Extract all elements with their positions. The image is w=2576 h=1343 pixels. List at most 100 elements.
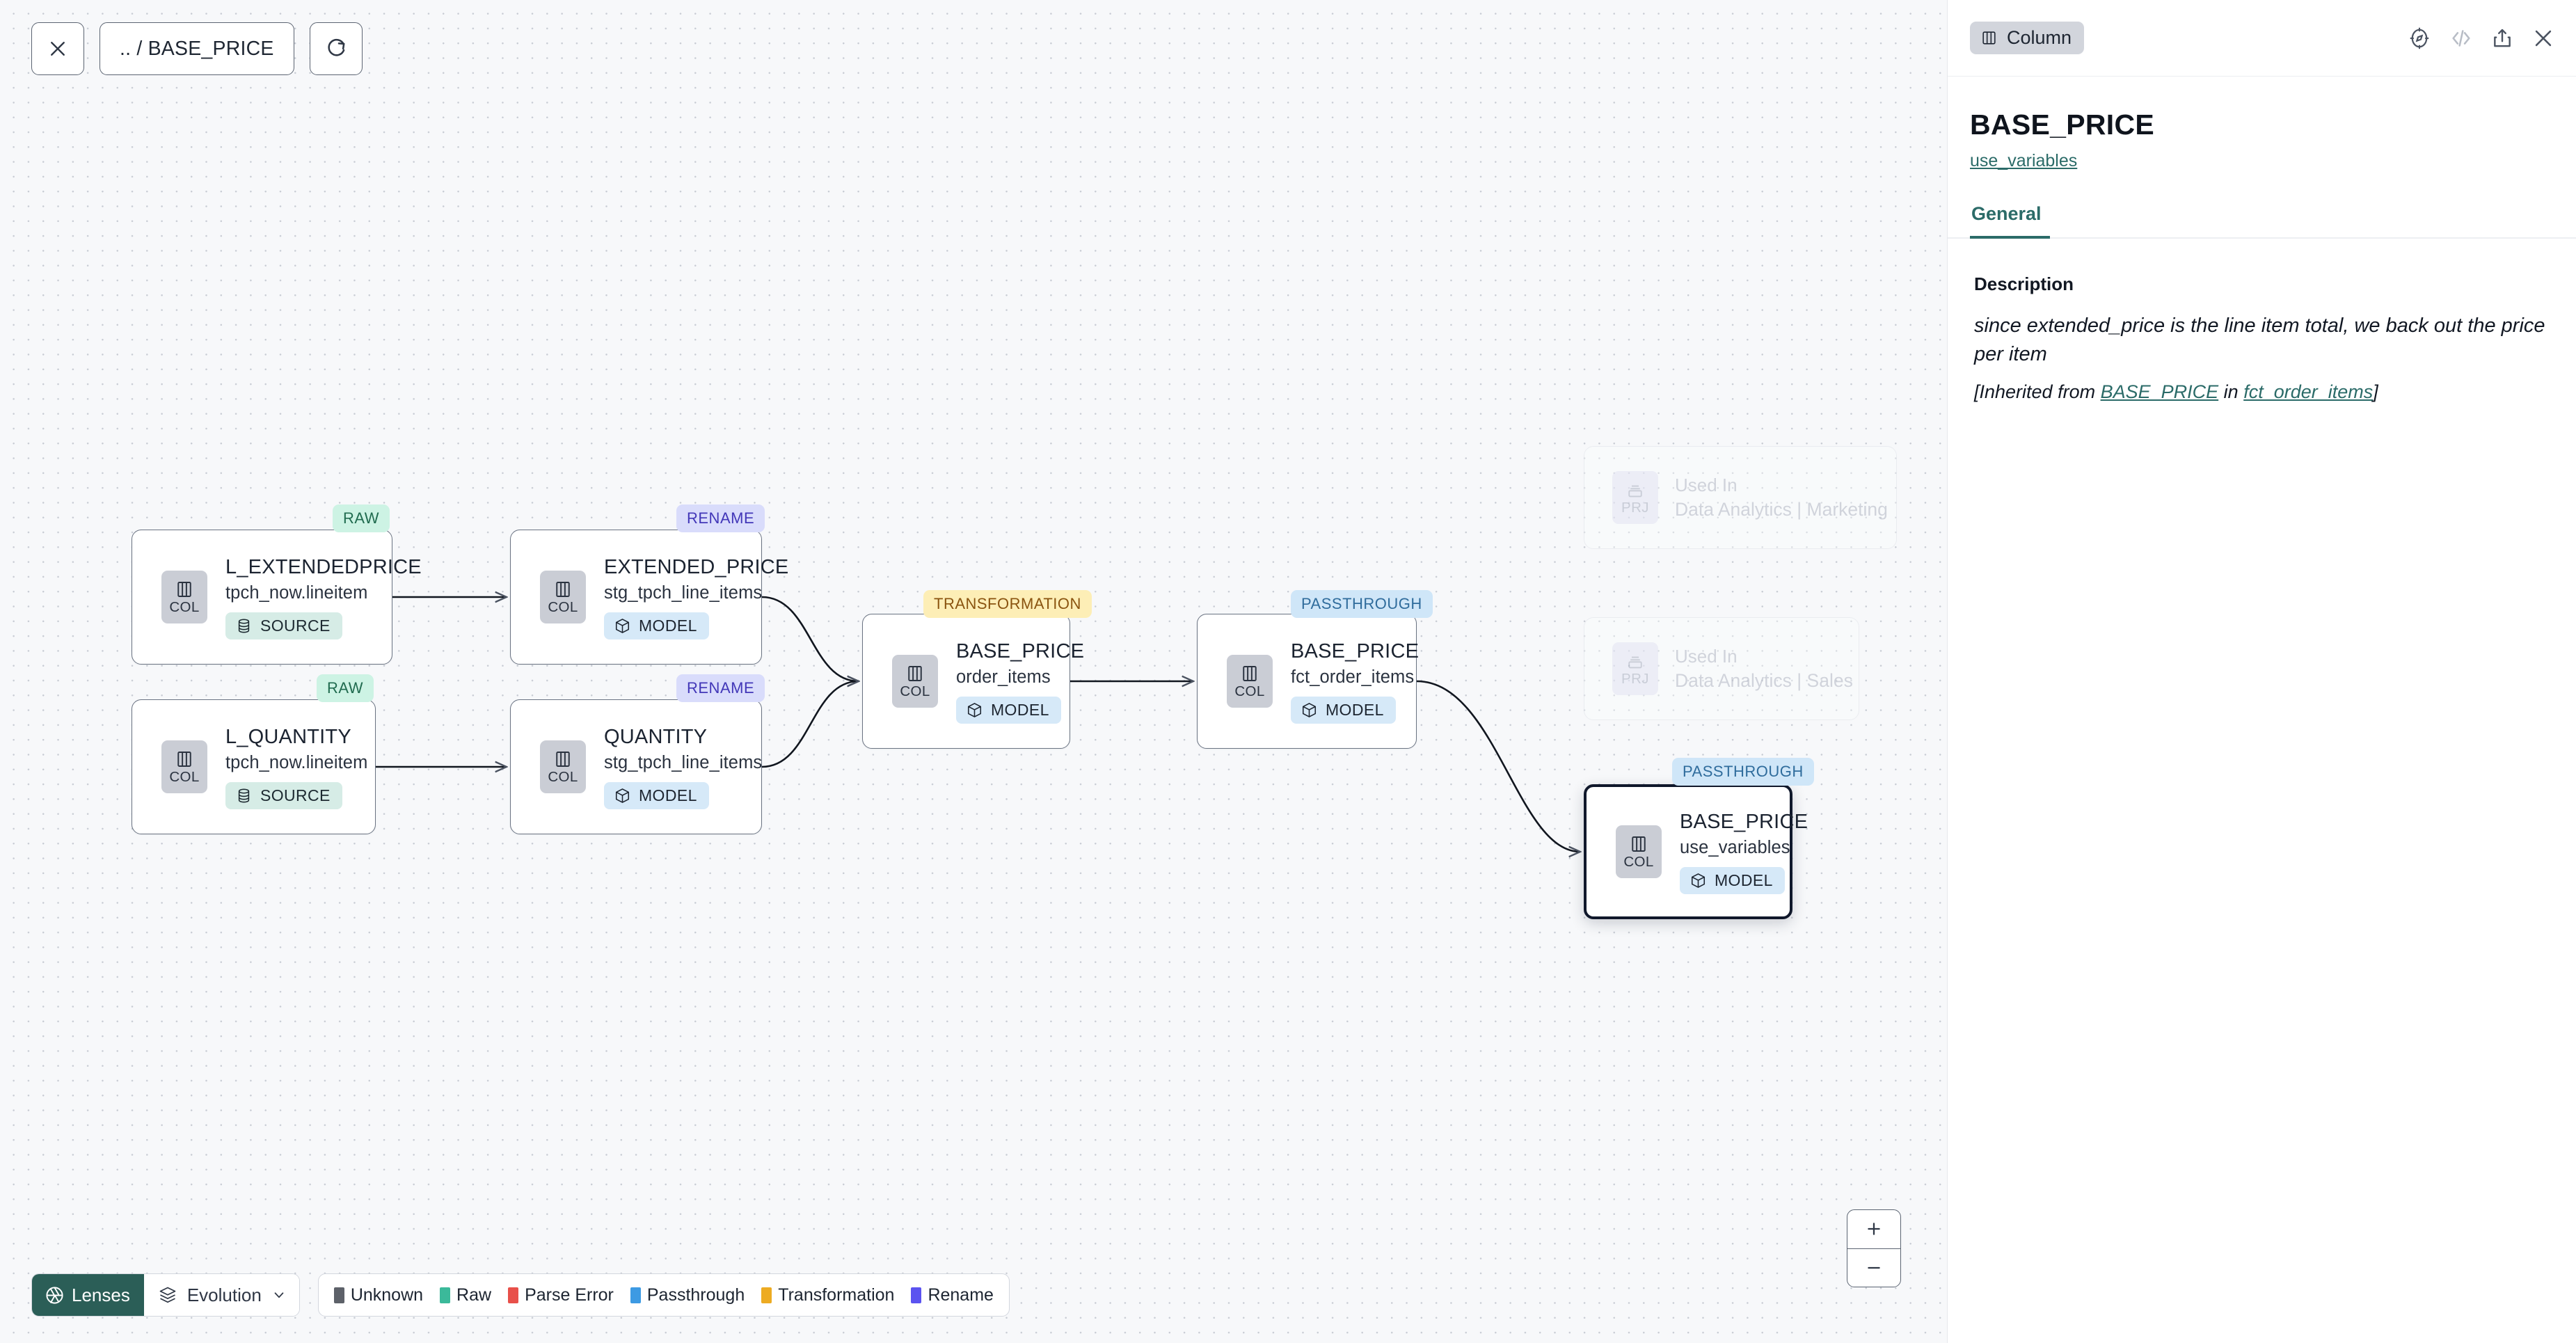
- page-title: BASE_PRICE: [1970, 109, 2155, 141]
- inherited-column-link[interactable]: BASE_PRICE: [2100, 381, 2219, 402]
- node-title: L_EXTENDEDPRICE: [225, 555, 422, 578]
- code-icon[interactable]: [2449, 26, 2473, 50]
- node-badge-label: MODEL: [1715, 871, 1773, 890]
- node-icon-label: PRJ: [1621, 500, 1649, 516]
- explore-icon[interactable]: [2408, 26, 2431, 50]
- close-lineage-button[interactable]: [31, 22, 84, 75]
- node-subtitle: tpch_now.lineitem: [225, 753, 368, 773]
- zoom-controls: [1847, 1209, 1901, 1287]
- node-chip-passthrough: PASSTHROUGH: [1291, 590, 1433, 618]
- entity-kind-label: Column: [2007, 27, 2072, 48]
- node-badge-source: SOURCE: [225, 612, 342, 640]
- legend-swatch: [761, 1287, 772, 1303]
- column-icon: COL: [892, 655, 938, 708]
- legend-label: Unknown: [350, 1285, 424, 1305]
- node-icon-label: COL: [900, 683, 930, 700]
- panel-header: Column: [1948, 0, 2576, 77]
- legend-swatch: [911, 1287, 922, 1303]
- legend: Unknown Raw Parse Error Passthrough Transfor…: [317, 1273, 1010, 1317]
- evolution-dropdown[interactable]: Evolution: [143, 1274, 299, 1316]
- legend-swatch: [508, 1287, 519, 1303]
- tab-general[interactable]: General: [1970, 203, 2050, 239]
- node-icon-label: COL: [1234, 683, 1265, 700]
- entity-kind-badge[interactable]: Column: [1970, 22, 2085, 54]
- bottom-bar: Lenses Evolution Unknown Raw Parse Error Pa…: [31, 1273, 1010, 1317]
- refresh-icon: [328, 38, 345, 56]
- node-subtitle: order_items: [956, 667, 1051, 688]
- inherited-note: [Inherited from BASE_PRICE in fct_order_…: [1948, 369, 2576, 403]
- zoom-out-button[interactable]: [1847, 1249, 1900, 1287]
- close-icon[interactable]: [2531, 26, 2555, 50]
- node-badge-model: MODEL: [604, 612, 709, 640]
- node-badge-model: MODEL: [604, 782, 709, 810]
- node-subtitle: stg_tpch_line_items: [604, 583, 763, 603]
- node-icon-label: COL: [169, 599, 200, 616]
- legend-label: Rename: [928, 1285, 994, 1305]
- node-title: EXTENDED_PRICE: [604, 555, 789, 578]
- node-badge-label: MODEL: [991, 701, 1049, 720]
- column-icon: [1982, 31, 1996, 45]
- legend-item-passthrough[interactable]: Passthrough: [630, 1285, 745, 1305]
- node-chip-raw: RAW: [317, 674, 374, 702]
- column-icon: COL: [161, 571, 207, 623]
- project-icon: PRJ: [1612, 642, 1658, 695]
- lenses-button[interactable]: Lenses: [32, 1274, 144, 1316]
- node-chip-rename: RENAME: [676, 504, 765, 532]
- legend-swatch: [333, 1287, 344, 1303]
- close-icon: [51, 42, 65, 56]
- node-icon-label: COL: [1623, 854, 1654, 871]
- chevron-down-icon: [274, 1292, 284, 1298]
- column-icon: COL: [540, 740, 586, 793]
- layers-icon: [159, 1287, 176, 1303]
- used-in-label: Used In: [1675, 645, 1738, 667]
- node-chip-transformation: TRANSFORMATION: [923, 590, 1092, 618]
- breadcrumb[interactable]: .. / BASE_PRICE: [100, 22, 294, 75]
- description-text: since extended_price is the line item to…: [1974, 314, 2545, 365]
- zoom-in-button[interactable]: [1847, 1210, 1900, 1249]
- node-subtitle: stg_tpch_line_items: [604, 753, 763, 773]
- minus-icon: [1868, 1266, 1880, 1269]
- lenses-group: Lenses Evolution: [31, 1273, 300, 1317]
- legend-item-rename[interactable]: Rename: [911, 1285, 994, 1305]
- panel-actions: [2408, 26, 2555, 50]
- legend-swatch: [630, 1287, 641, 1303]
- canvas-toolbar: .. / BASE_PRICE: [31, 22, 363, 75]
- inherited-model-link[interactable]: fct_order_items: [2243, 381, 2374, 402]
- column-icon: COL: [1227, 655, 1273, 708]
- node-badge-label: MODEL: [1326, 701, 1384, 720]
- node-title: BASE_PRICE: [956, 639, 1085, 662]
- node-badge-label: MODEL: [639, 786, 697, 805]
- legend-item-unknown[interactable]: Unknown: [333, 1285, 424, 1305]
- legend-label: Transformation: [778, 1285, 895, 1305]
- node-title: BASE_PRICE: [1680, 810, 1808, 833]
- legend-item-raw[interactable]: Raw: [440, 1285, 491, 1305]
- legend-item-transformation[interactable]: Transformation: [761, 1285, 894, 1305]
- node-chip-passthrough: PASSTHROUGH: [1672, 758, 1814, 786]
- evolution-label: Evolution: [186, 1284, 262, 1305]
- parent-model-link[interactable]: use_variables: [1970, 151, 2078, 170]
- legend-label: Passthrough: [646, 1285, 745, 1305]
- share-icon[interactable]: [2491, 27, 2513, 49]
- legend-label: Raw: [456, 1285, 492, 1305]
- node-badge-model: MODEL: [956, 697, 1061, 724]
- legend-item-parse-error[interactable]: Parse Error: [508, 1285, 614, 1305]
- node-badge-label: SOURCE: [260, 786, 331, 805]
- node-badge-label: SOURCE: [260, 617, 331, 635]
- refresh-button[interactable]: [309, 22, 363, 75]
- node-icon-label: PRJ: [1621, 671, 1649, 688]
